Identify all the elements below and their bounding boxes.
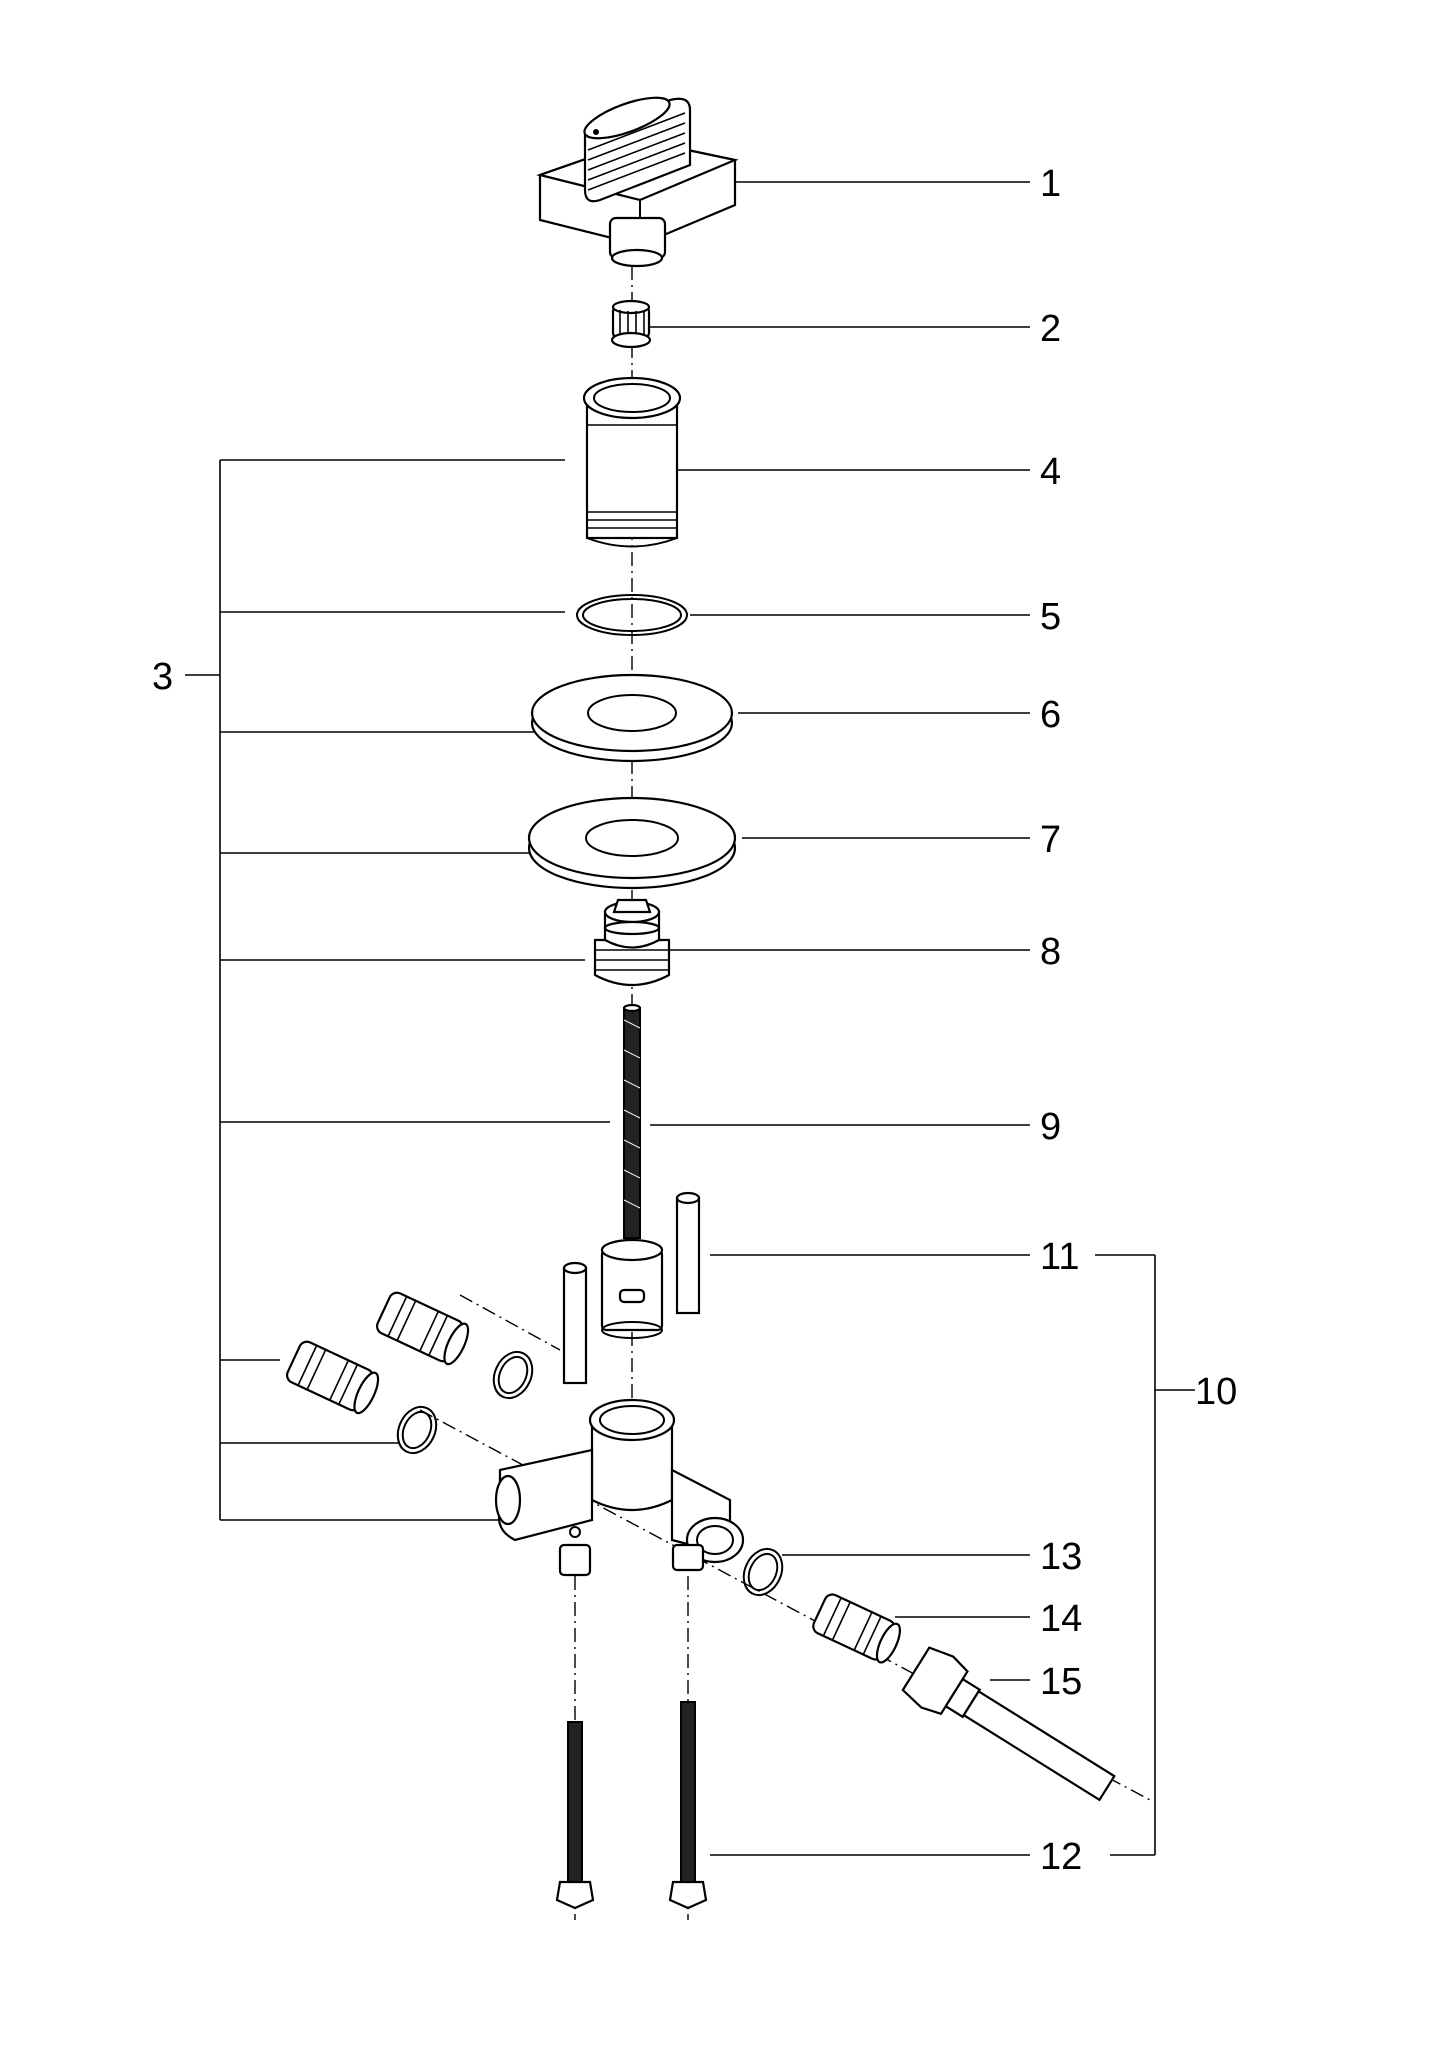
callout-13: 13: [1040, 1536, 1082, 1578]
bracket-3: [185, 459, 610, 1521]
callout-3: 3: [152, 656, 173, 698]
part-4-sleeve: [582, 376, 682, 548]
callout-14: 14: [1040, 1598, 1082, 1640]
valve-body: [494, 1398, 745, 1577]
callout-7: 7: [1040, 819, 1061, 861]
callout-8: 8: [1040, 931, 1061, 973]
part-8-cartridge: [593, 898, 671, 986]
callout-labels: 1 2 3 4 5 6 7 8 9 10 11 12 13 14 15: [152, 163, 1237, 1878]
callout-2: 2: [1040, 308, 1061, 350]
leader-lines: [650, 181, 1030, 1856]
callout-4: 4: [1040, 451, 1061, 493]
callout-9: 9: [1040, 1106, 1061, 1148]
bracket-10: [1095, 1254, 1195, 1856]
part-6-rosette: [530, 673, 734, 763]
part-14-fitting: [812, 1593, 901, 1664]
callout-10: 10: [1195, 1371, 1237, 1413]
callout-1: 1: [1040, 163, 1061, 205]
callout-11: 11: [1040, 1236, 1079, 1278]
part-11-pins: [562, 1191, 701, 1385]
part-9-spindle: [622, 1003, 642, 1239]
fitting-o-rings: [396, 1350, 784, 1597]
callout-12: 12: [1040, 1836, 1082, 1878]
callout-5: 5: [1040, 596, 1061, 638]
part-2-spline-adapter: [610, 299, 652, 349]
part-7-rosette: [527, 796, 737, 890]
part-15-hose: [901, 1646, 1116, 1802]
callout-6: 6: [1040, 694, 1061, 736]
callout-15: 15: [1040, 1661, 1082, 1703]
valve-cartridge-lower: [600, 1238, 664, 1339]
part-5-o-ring: [576, 594, 688, 636]
part-12-screws: [555, 1701, 708, 1910]
part-1-handle: [536, 96, 739, 268]
threaded-fittings-left: [285, 1291, 470, 1415]
